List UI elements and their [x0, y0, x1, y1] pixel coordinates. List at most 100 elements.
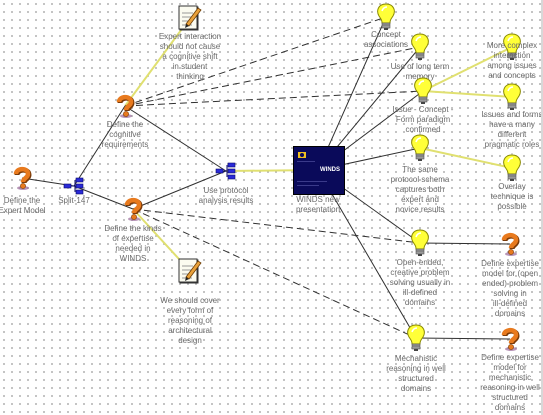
- split-blocks-icon[interactable]: [63, 177, 85, 195]
- node-label-line: Use of long term: [390, 62, 450, 71]
- node-label-line: technique is: [490, 192, 534, 201]
- lightbulb-icon[interactable]: [404, 323, 428, 353]
- node-label-line: WINDS new: [296, 195, 340, 204]
- node-label-line: Expert interaction: [158, 32, 222, 41]
- node-label-line: protocol schema: [390, 175, 450, 184]
- node-label-line: Form paradigm: [395, 115, 451, 124]
- node-label-line: model for (open: [481, 269, 539, 278]
- winds-presentation-image[interactable]: WINDS: [293, 146, 345, 195]
- edge-protocol-schema-to-overlay: [419, 147, 513, 169]
- lightbulb-icon[interactable]: [411, 76, 435, 106]
- lightbulb-icon[interactable]: [500, 32, 524, 62]
- lightbulb-icon[interactable]: [374, 2, 398, 32]
- node-label-line: ill-defined: [402, 288, 438, 297]
- node-label-line: in student: [172, 62, 208, 71]
- node-label-line: We should cover: [160, 296, 220, 305]
- node-label-line: Split-147: [58, 196, 90, 205]
- edge-expertise-kinds-to-protocol: [132, 170, 227, 210]
- node-label-line: novice results: [395, 205, 445, 214]
- edge-open-ended-to-def-open: [419, 242, 511, 245]
- edge-expertise-kinds-to-mechanistic: [132, 208, 417, 339]
- node-label-line: More complex: [486, 41, 538, 50]
- node-label-line: creative problem: [390, 268, 450, 277]
- node-label-line: pragmatic roles: [484, 140, 540, 149]
- node-label-line: Define the: [3, 196, 41, 205]
- node-label-line: of expertise: [112, 234, 154, 243]
- split-blocks-icon[interactable]: [215, 162, 237, 180]
- node-label-line: reasoning in well: [480, 383, 540, 392]
- question-mark-icon[interactable]: [497, 231, 523, 257]
- node-label-line: interaction: [493, 51, 531, 60]
- node-label-line: Define the kinds: [104, 224, 162, 233]
- node-label-line: domains: [400, 384, 432, 393]
- note-pencil-icon[interactable]: [177, 257, 203, 285]
- edge-cognitive-req-to-long-term: [124, 46, 421, 107]
- question-mark-icon[interactable]: [120, 196, 146, 222]
- window-right-border: [541, 0, 543, 415]
- edge-winds-to-mechanistic: [317, 169, 417, 339]
- edge-cognitive-req-to-note-interaction: [124, 17, 191, 107]
- node-label-line: domains: [494, 403, 526, 412]
- question-mark-icon[interactable]: [9, 165, 35, 191]
- node-label-line: The same: [402, 165, 438, 174]
- edge-split-to-expertise-kinds: [73, 185, 134, 210]
- node-label-line: associations: [363, 40, 409, 49]
- edge-issue-concept-to-complex-interaction: [422, 46, 513, 92]
- node-label-line: reasoning in well: [386, 364, 446, 373]
- node-label-line: design: [178, 336, 202, 345]
- lightbulb-icon[interactable]: [408, 32, 432, 62]
- edge-split-to-cognitive-req: [73, 105, 126, 187]
- node-label-line: Issue - Concept -: [392, 105, 454, 114]
- edge-cognitive-req-to-issue-concept: [124, 90, 424, 107]
- node-label-line: ended) problem: [481, 279, 539, 288]
- node-label-line: requirements: [101, 140, 149, 149]
- question-mark-icon[interactable]: [497, 326, 523, 352]
- node-label-line: analysis results: [198, 196, 254, 205]
- node-label-line: domains: [494, 309, 526, 318]
- question-mark-icon[interactable]: [112, 93, 138, 119]
- node-label-line: architectural: [168, 326, 212, 335]
- lightbulb-icon[interactable]: [408, 228, 432, 258]
- node-label-line: Define expertise: [481, 353, 539, 362]
- note-pencil-icon[interactable]: [177, 4, 203, 32]
- edge-issue-concept-to-issues-forms: [422, 90, 513, 98]
- node-label-line: model for: [493, 363, 527, 372]
- node-label-line: reasoning of: [167, 316, 213, 325]
- node-label-line: solving in: [493, 289, 527, 298]
- node-label-line: among issues: [487, 61, 537, 70]
- node-label-line: confirmed: [405, 125, 441, 134]
- lightbulb-icon[interactable]: [500, 82, 524, 112]
- node-label-line: structured: [398, 374, 434, 383]
- lightbulb-icon[interactable]: [500, 153, 524, 183]
- node-label-line: solving usually in: [389, 278, 451, 287]
- node-label-line: domains: [404, 298, 436, 307]
- node-label-line: Use protocol: [203, 186, 249, 195]
- node-label-line: Define expertise: [481, 259, 539, 268]
- node-label-line: every form of: [166, 306, 214, 315]
- node-label-line: expert and: [401, 195, 439, 204]
- lightbulb-icon[interactable]: [408, 133, 432, 163]
- node-label-line: Define the: [106, 120, 144, 129]
- edge-cognitive-req-to-concept-assoc: [124, 16, 387, 107]
- node-label-line: mechanistic: [488, 373, 532, 382]
- node-label-line: Expert Model: [0, 206, 46, 215]
- node-label-line: cognitive: [109, 130, 141, 139]
- node-label: Split-147: [46, 196, 102, 206]
- node-label-line: Overlay: [498, 182, 526, 191]
- node-label-line: WINDS: [119, 254, 147, 263]
